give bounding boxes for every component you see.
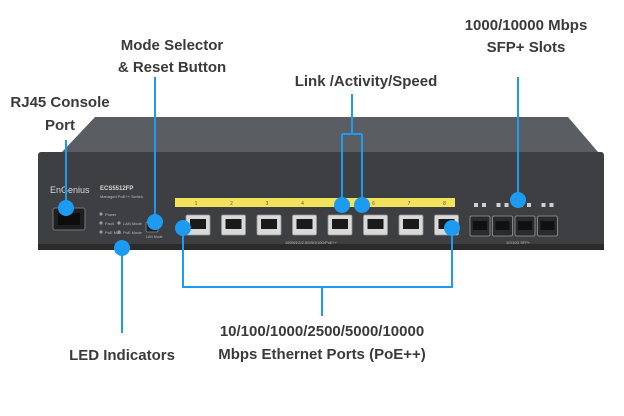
port-number-6: 6 bbox=[372, 201, 375, 207]
led-label: LED Indicators bbox=[69, 347, 175, 364]
port-strip-note: 100M/1G/2.5G/5G/10G/PoE++ bbox=[285, 241, 338, 245]
mode-label-line1: Mode Selector bbox=[121, 37, 224, 54]
port-number-8: 8 bbox=[443, 201, 446, 207]
port-number-2: 2 bbox=[230, 201, 233, 207]
sfp-led-b-1 bbox=[482, 203, 486, 207]
callout-lines bbox=[65, 77, 519, 333]
led-panel: Power Fault LAN Mode PoE Max PoE Mode bbox=[99, 212, 143, 235]
link-callout-dot-2 bbox=[354, 197, 370, 213]
sfp-led-1 bbox=[474, 203, 478, 207]
led-item-poe-mode: PoE Mode bbox=[123, 230, 142, 235]
chassis-top bbox=[62, 117, 598, 152]
ethernet-port-socket-5 bbox=[332, 219, 348, 229]
port-number-1: 1 bbox=[195, 201, 198, 207]
led-item-fault: Fault bbox=[105, 221, 115, 226]
ports-callout-dot-right bbox=[444, 220, 460, 236]
callout-dots bbox=[58, 192, 526, 256]
ethernet-port-socket-6 bbox=[367, 219, 384, 229]
port-strip bbox=[175, 198, 455, 207]
ports-label-line1: 10/100/1000/2500/5000/10000 bbox=[220, 323, 424, 340]
ethernet-port-socket-7 bbox=[403, 219, 419, 229]
model-subtitle: Managed PoE++ Switch bbox=[100, 194, 143, 199]
mode-selector-text: LAN Mode bbox=[146, 235, 163, 239]
sfp-label-line1: 1000/10000 Mbps bbox=[465, 17, 588, 34]
sfp-callout-dot bbox=[510, 192, 526, 208]
chassis-bottom-edge bbox=[38, 244, 604, 250]
port-number-4: 4 bbox=[301, 201, 304, 207]
port-number-3: 3 bbox=[266, 201, 269, 207]
sfp-slots bbox=[469, 215, 558, 237]
ports-label-line2: Mbps Ethernet Ports (PoE++) bbox=[218, 346, 426, 363]
led-item-poe-max: PoE Max bbox=[105, 230, 121, 235]
sfp-strip-note: 1G/10G SFP+ bbox=[506, 241, 531, 245]
link-callout-dot-1 bbox=[334, 197, 350, 213]
console-callout-dot bbox=[58, 200, 74, 216]
sfp-led-b-3 bbox=[527, 203, 531, 207]
ethernet-port-socket-3 bbox=[261, 219, 277, 229]
led-item-lan-mode: LAN Mode bbox=[123, 221, 143, 226]
ports-callout-bracket bbox=[182, 228, 453, 288]
sfp-led-4 bbox=[541, 203, 546, 207]
led-callout-dot bbox=[114, 240, 130, 256]
led-item-power: Power bbox=[105, 212, 117, 217]
sfp-led-b-2 bbox=[504, 203, 509, 207]
sfp-led-2 bbox=[496, 203, 501, 207]
console-label-line1: RJ45 Console bbox=[10, 94, 109, 111]
console-label-line2: Port bbox=[45, 117, 75, 134]
ethernet-port-socket-4 bbox=[296, 219, 313, 229]
mode-label-line2: & Reset Button bbox=[118, 59, 226, 76]
sfp-led-b-4 bbox=[549, 203, 554, 207]
ethernet-port-socket-2 bbox=[225, 219, 242, 229]
sfp-slot-cage-4 bbox=[540, 221, 555, 230]
sfp-slot-cage-1 bbox=[473, 221, 487, 230]
brand-text: EnGenius bbox=[50, 185, 90, 195]
port-number-7: 7 bbox=[408, 201, 411, 207]
ports-callout-dot-left bbox=[175, 220, 191, 236]
sfp-slot-cage-3 bbox=[518, 221, 532, 230]
sfp-slot-cage-2 bbox=[495, 221, 510, 230]
console-port-socket bbox=[58, 213, 80, 225]
ethernet-port-socket-1 bbox=[190, 219, 206, 229]
mode-callout-dot bbox=[147, 214, 163, 230]
link-label: Link /Activity/Speed bbox=[295, 73, 438, 90]
model-text: ECS5512FP bbox=[100, 186, 133, 192]
sfp-label-line2: SFP+ Slots bbox=[487, 39, 566, 56]
